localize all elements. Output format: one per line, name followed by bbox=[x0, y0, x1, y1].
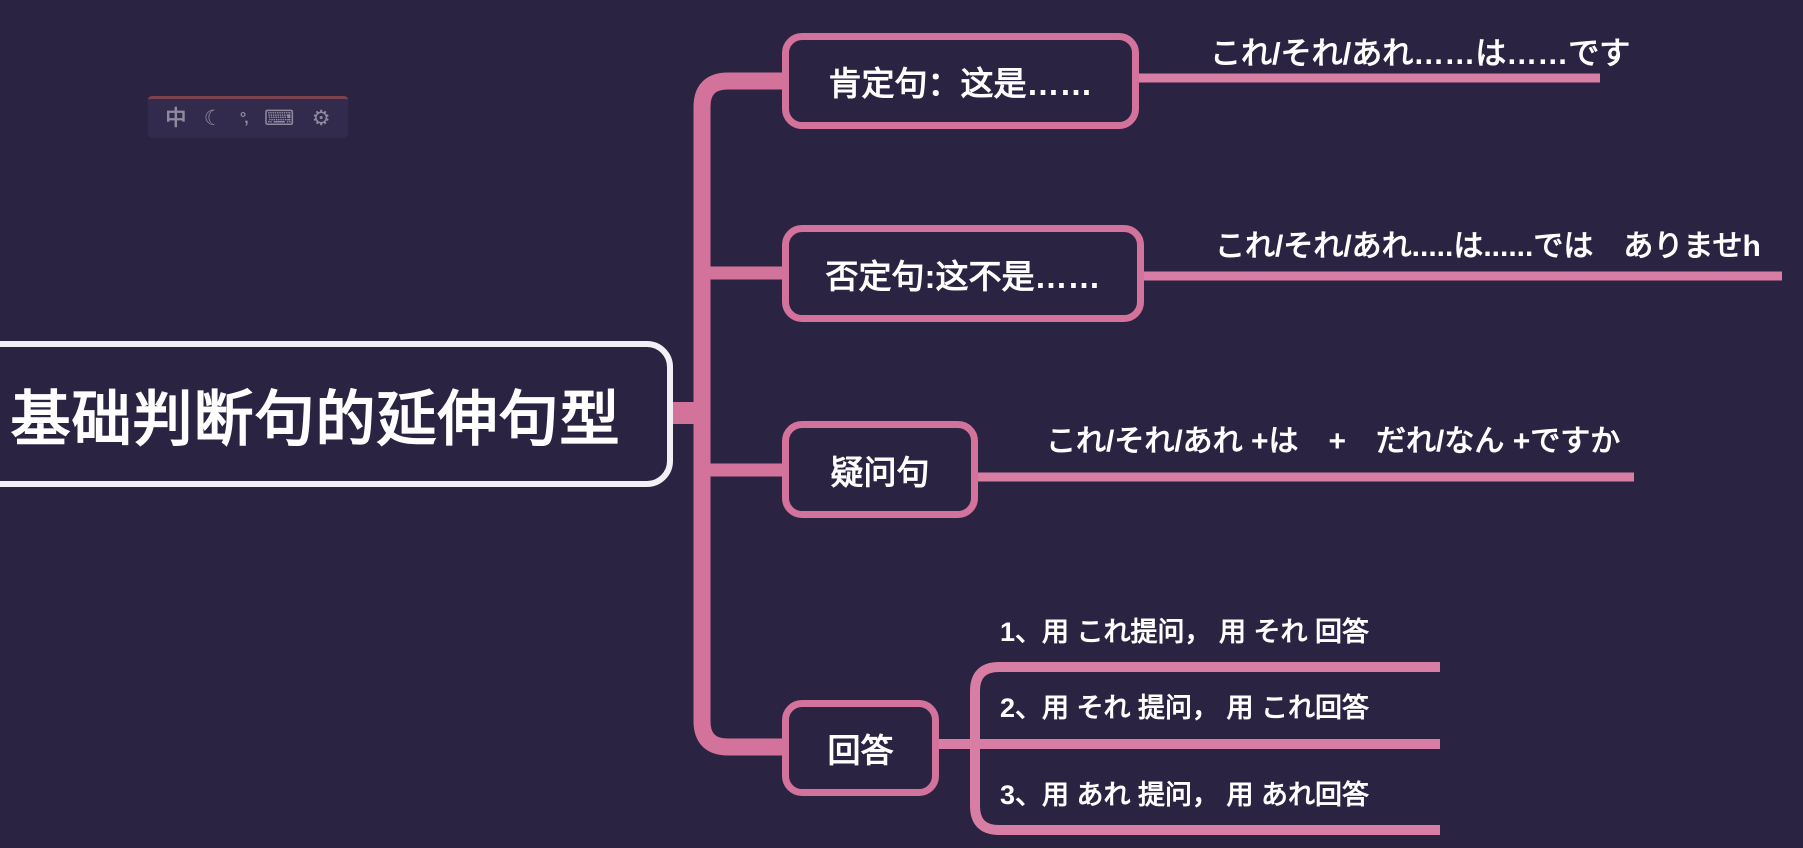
topic-affirmative-label: 肯定句：这是…… bbox=[828, 65, 1093, 102]
topic-interrogative-label: 疑问句 bbox=[830, 453, 930, 491]
topic-negative-label: 否定句:这不是…… bbox=[825, 257, 1101, 295]
note-answer-rule-1[interactable]: 1、用 これ提问， 用 それ 回答 bbox=[1000, 617, 1370, 647]
topic-answer[interactable]: 回答 bbox=[782, 700, 939, 796]
note-affirmative-pattern[interactable]: これ/それ/あれ……は……です bbox=[1210, 36, 1631, 71]
chinese-input-mode-icon[interactable]: 中 bbox=[165, 107, 187, 130]
gear-icon[interactable]: ⚙ bbox=[311, 107, 331, 130]
topic-affirmative[interactable]: 肯定句：这是…… bbox=[782, 33, 1139, 129]
ime-toolbar: 中 ☾ °, ⌨ ⚙ bbox=[148, 96, 348, 138]
note-answer-rule-3[interactable]: 3、用 あれ 提问， 用 あれ回答 bbox=[1000, 780, 1370, 810]
keyboard-icon[interactable]: ⌨ bbox=[264, 107, 295, 130]
moon-icon[interactable]: ☾ bbox=[203, 107, 223, 130]
note-negative-pattern[interactable]: これ/それ/あれ.....は......では ありませh bbox=[1215, 230, 1761, 263]
topic-answer-label: 回答 bbox=[827, 732, 894, 769]
note-interrogative-pattern[interactable]: これ/それ/あれ +は + だれ/なん +ですか bbox=[1046, 425, 1621, 458]
topic-interrogative[interactable]: 疑问句 bbox=[782, 421, 978, 518]
topic-negative[interactable]: 否定句:这不是…… bbox=[782, 225, 1144, 322]
root-topic[interactable]: 基础判断句的延伸句型 bbox=[0, 341, 673, 487]
trunk-line bbox=[693, 72, 786, 756]
root-topic-label: 基础判断句的延伸句型 bbox=[10, 385, 621, 453]
punctuation-width-icon[interactable]: °, bbox=[239, 109, 249, 127]
note-answer-rule-2[interactable]: 2、用 それ 提问， 用 これ回答 bbox=[1000, 693, 1370, 723]
